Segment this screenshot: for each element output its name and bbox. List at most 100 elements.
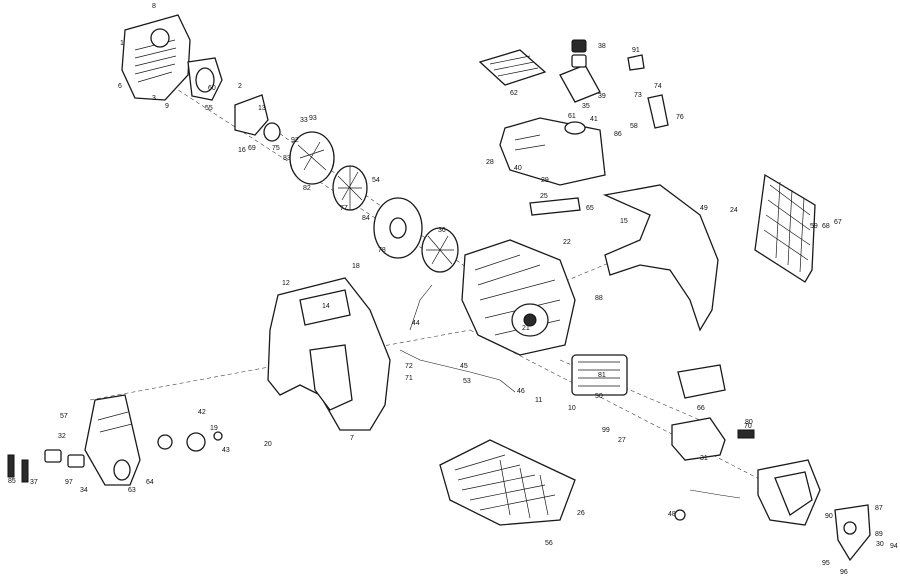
engine-block (461, 239, 576, 356)
part-number-label: 63 (128, 487, 136, 494)
part-number-label: 62 (510, 90, 518, 97)
right-side-cover (602, 184, 719, 332)
part-number-label: 95 (822, 560, 830, 567)
part-number-label: 76 (676, 114, 684, 121)
part-number-label: 26 (577, 510, 585, 517)
part-number-label: 75 (272, 145, 280, 152)
part-number-label: 3 (152, 95, 156, 102)
part-number-label: 92 (291, 137, 299, 144)
part-number-label: 27 (618, 437, 626, 444)
carry-handle (478, 49, 547, 86)
small-bracket (627, 54, 645, 71)
part-number-label: 31 (700, 455, 708, 462)
part-number-label: 1 (120, 40, 124, 47)
part-number-label: 61 (568, 113, 576, 120)
part-number-label: 74 (654, 83, 662, 90)
part-number-label: 20 (264, 441, 272, 448)
part-number-label: 77 (340, 205, 348, 212)
fuel-tank (499, 117, 606, 186)
part-number-label: 55 (205, 105, 213, 112)
part-number-label: 86 (614, 131, 622, 138)
part-number-label: 29 (541, 177, 549, 184)
part-number-label: 38 (598, 43, 606, 50)
part-number-label: 97 (65, 479, 73, 486)
part-number-label: 30 (876, 541, 884, 548)
rotor (373, 197, 423, 259)
part-number-label: 83 (283, 155, 291, 162)
recoil-starter-housing (121, 14, 191, 101)
fuel-hose (399, 284, 516, 393)
part-number-label: 85 (8, 478, 16, 485)
part-number-label: 36 (438, 227, 446, 234)
part-number-label: 42 (198, 409, 206, 416)
part-number-label: 80 (745, 419, 753, 426)
part-number-label: 69 (248, 145, 256, 152)
rear-grille-panel (754, 173, 816, 283)
part-number-label: 41 (590, 116, 598, 123)
part-number-label: 25 (540, 193, 548, 200)
part-number-label: 44 (412, 320, 420, 327)
part-number-label: 84 (362, 215, 370, 222)
part-number-label: 34 (80, 487, 88, 494)
part-number-label: 8 (152, 3, 156, 10)
part-number-label: 96 (840, 569, 848, 576)
part-number-label: 67 (834, 219, 842, 226)
part-number-label: 73 (634, 92, 642, 99)
part-number-label: 22 (563, 239, 571, 246)
part-number-label: 94 (890, 543, 898, 550)
part-number-label: 49 (700, 205, 708, 212)
part-number-label: 89 (875, 531, 883, 538)
stator (421, 227, 459, 273)
part-number-label: 70 (744, 423, 752, 430)
part-number-label: 48 (668, 511, 676, 518)
part-number-label: 81 (598, 372, 606, 379)
muffler-grille (571, 354, 628, 396)
part-number-label: 2 (238, 83, 242, 90)
part-number-label: 78 (378, 247, 386, 254)
air-intake-cover (187, 57, 223, 101)
part-number-label: 32 (58, 433, 66, 440)
mounting-bracket-right (677, 364, 726, 399)
part-number-label: 82 (303, 185, 311, 192)
base-tray (439, 439, 576, 526)
part-number-label: 6 (118, 83, 122, 90)
fuel-cap-assembly (559, 39, 601, 103)
fuel-valve (647, 94, 669, 129)
part-number-label: 28 (486, 159, 494, 166)
part-number-label: 50 (595, 393, 603, 400)
control-switches (7, 431, 223, 483)
part-number-label: 12 (282, 280, 290, 287)
part-number-label: 99 (602, 427, 610, 434)
part-number-label: 57 (60, 413, 68, 420)
part-number-label: 53 (463, 378, 471, 385)
fan-cover (289, 131, 335, 185)
part-number-label: 65 (586, 205, 594, 212)
part-number-label: 60 (208, 85, 216, 92)
rail-bracket (529, 197, 581, 216)
part-number-label: 58 (630, 123, 638, 130)
part-number-label: 13 (258, 105, 266, 112)
cooling-fan (332, 165, 368, 211)
flywheel-disc (263, 122, 281, 142)
part-number-label: 18 (352, 263, 360, 270)
part-number-label: 7 (350, 435, 354, 442)
ignition-coil (234, 94, 269, 136)
part-number-label: 14 (322, 303, 330, 310)
part-number-label: 91 (632, 47, 640, 54)
part-number-label: 35 (582, 103, 590, 110)
part-number-label: 90 (825, 513, 833, 520)
part-number-label: 87 (875, 505, 883, 512)
rear-cover-right (757, 459, 821, 526)
part-number-label: 46 (517, 388, 525, 395)
part-number-label: 21 (522, 325, 530, 332)
part-number-label: 68 (822, 223, 830, 230)
part-number-label: 24 (730, 207, 738, 214)
rear-panel-small (834, 504, 871, 562)
ground-lead (674, 489, 741, 521)
part-number-label: 56 (545, 540, 553, 547)
part-number-label: 71 (405, 375, 413, 382)
control-panel (84, 394, 141, 486)
front-cover-shell (267, 277, 391, 431)
